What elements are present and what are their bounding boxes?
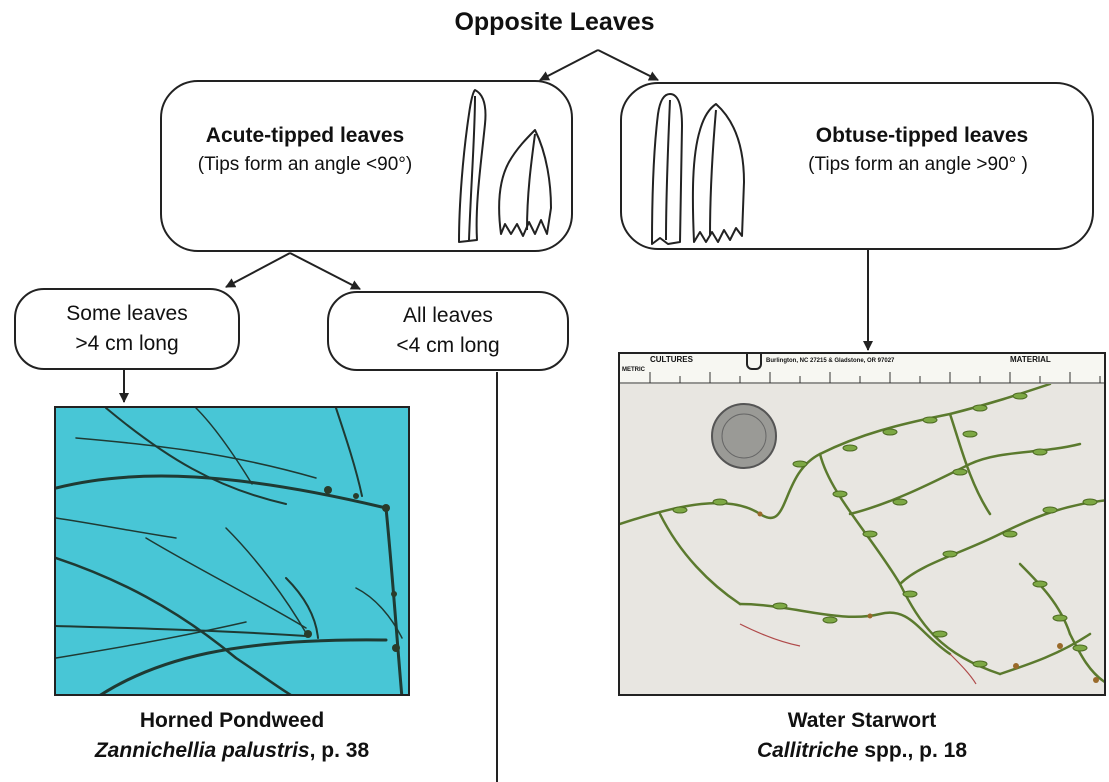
all-leaves-line1: All leaves [403,301,493,331]
obtuse-tipped-box: Obtuse-tipped leaves (Tips form an angle… [620,82,1094,250]
pondweed-illustration [56,408,410,696]
all-leaves-line2: <4 cm long [396,331,499,361]
arrow-to-all [290,253,360,289]
starwort-page-ref: spp., p. 18 [859,739,968,762]
acute-tipped-box: Acute-tipped leaves (Tips form an angle … [160,80,573,252]
some-leaves-box: Some leaves >4 cm long [14,288,240,370]
ruler-logo [746,354,762,370]
horned-scientific-name: Zannichellia palustris [95,739,310,762]
horned-common-name: Horned Pondweed [54,706,410,736]
horned-pondweed-caption: Horned Pondweed Zannichellia palustris, … [54,706,410,766]
some-leaves-line1: Some leaves [66,299,187,329]
starwort-illustration [620,384,1106,696]
horned-pondweed-photo [54,406,410,696]
starwort-common-name: Water Starwort [618,706,1106,736]
ruler-middle-label: Burlington, NC 27215 & Gladstone, OR 970… [766,358,894,364]
obtuse-subtitle: (Tips form an angle >90° ) [748,154,1088,176]
starwort-scientific-name: Callitriche [757,739,859,762]
ruler: CULTURES Burlington, NC 27215 & Gladston… [620,354,1106,385]
horned-page-ref: , p. 38 [310,739,370,762]
acute-subtitle: (Tips form an angle <90°) [176,154,434,176]
water-starwort-photo: CULTURES Burlington, NC 27215 & Gladston… [618,352,1106,696]
arrow-to-some [226,253,290,287]
acute-leaf-icon [447,84,557,248]
water-starwort-caption: Water Starwort Callitriche spp., p. 18 [618,706,1106,766]
obtuse-title: Obtuse-tipped leaves [762,124,1082,148]
acute-title: Acute-tipped leaves [180,124,430,148]
obtuse-leaf-icon [640,86,758,248]
some-leaves-line2: >4 cm long [75,329,178,359]
ruler-right-label: MATERIAL [1010,355,1051,364]
page-title: Opposite Leaves [0,8,1109,37]
arrow-to-acute [540,50,598,80]
all-leaves-box: All leaves <4 cm long [327,291,569,371]
arrow-to-obtuse [598,50,658,80]
ruler-ticks [620,372,1106,384]
ruler-left-label: CULTURES [650,355,693,364]
